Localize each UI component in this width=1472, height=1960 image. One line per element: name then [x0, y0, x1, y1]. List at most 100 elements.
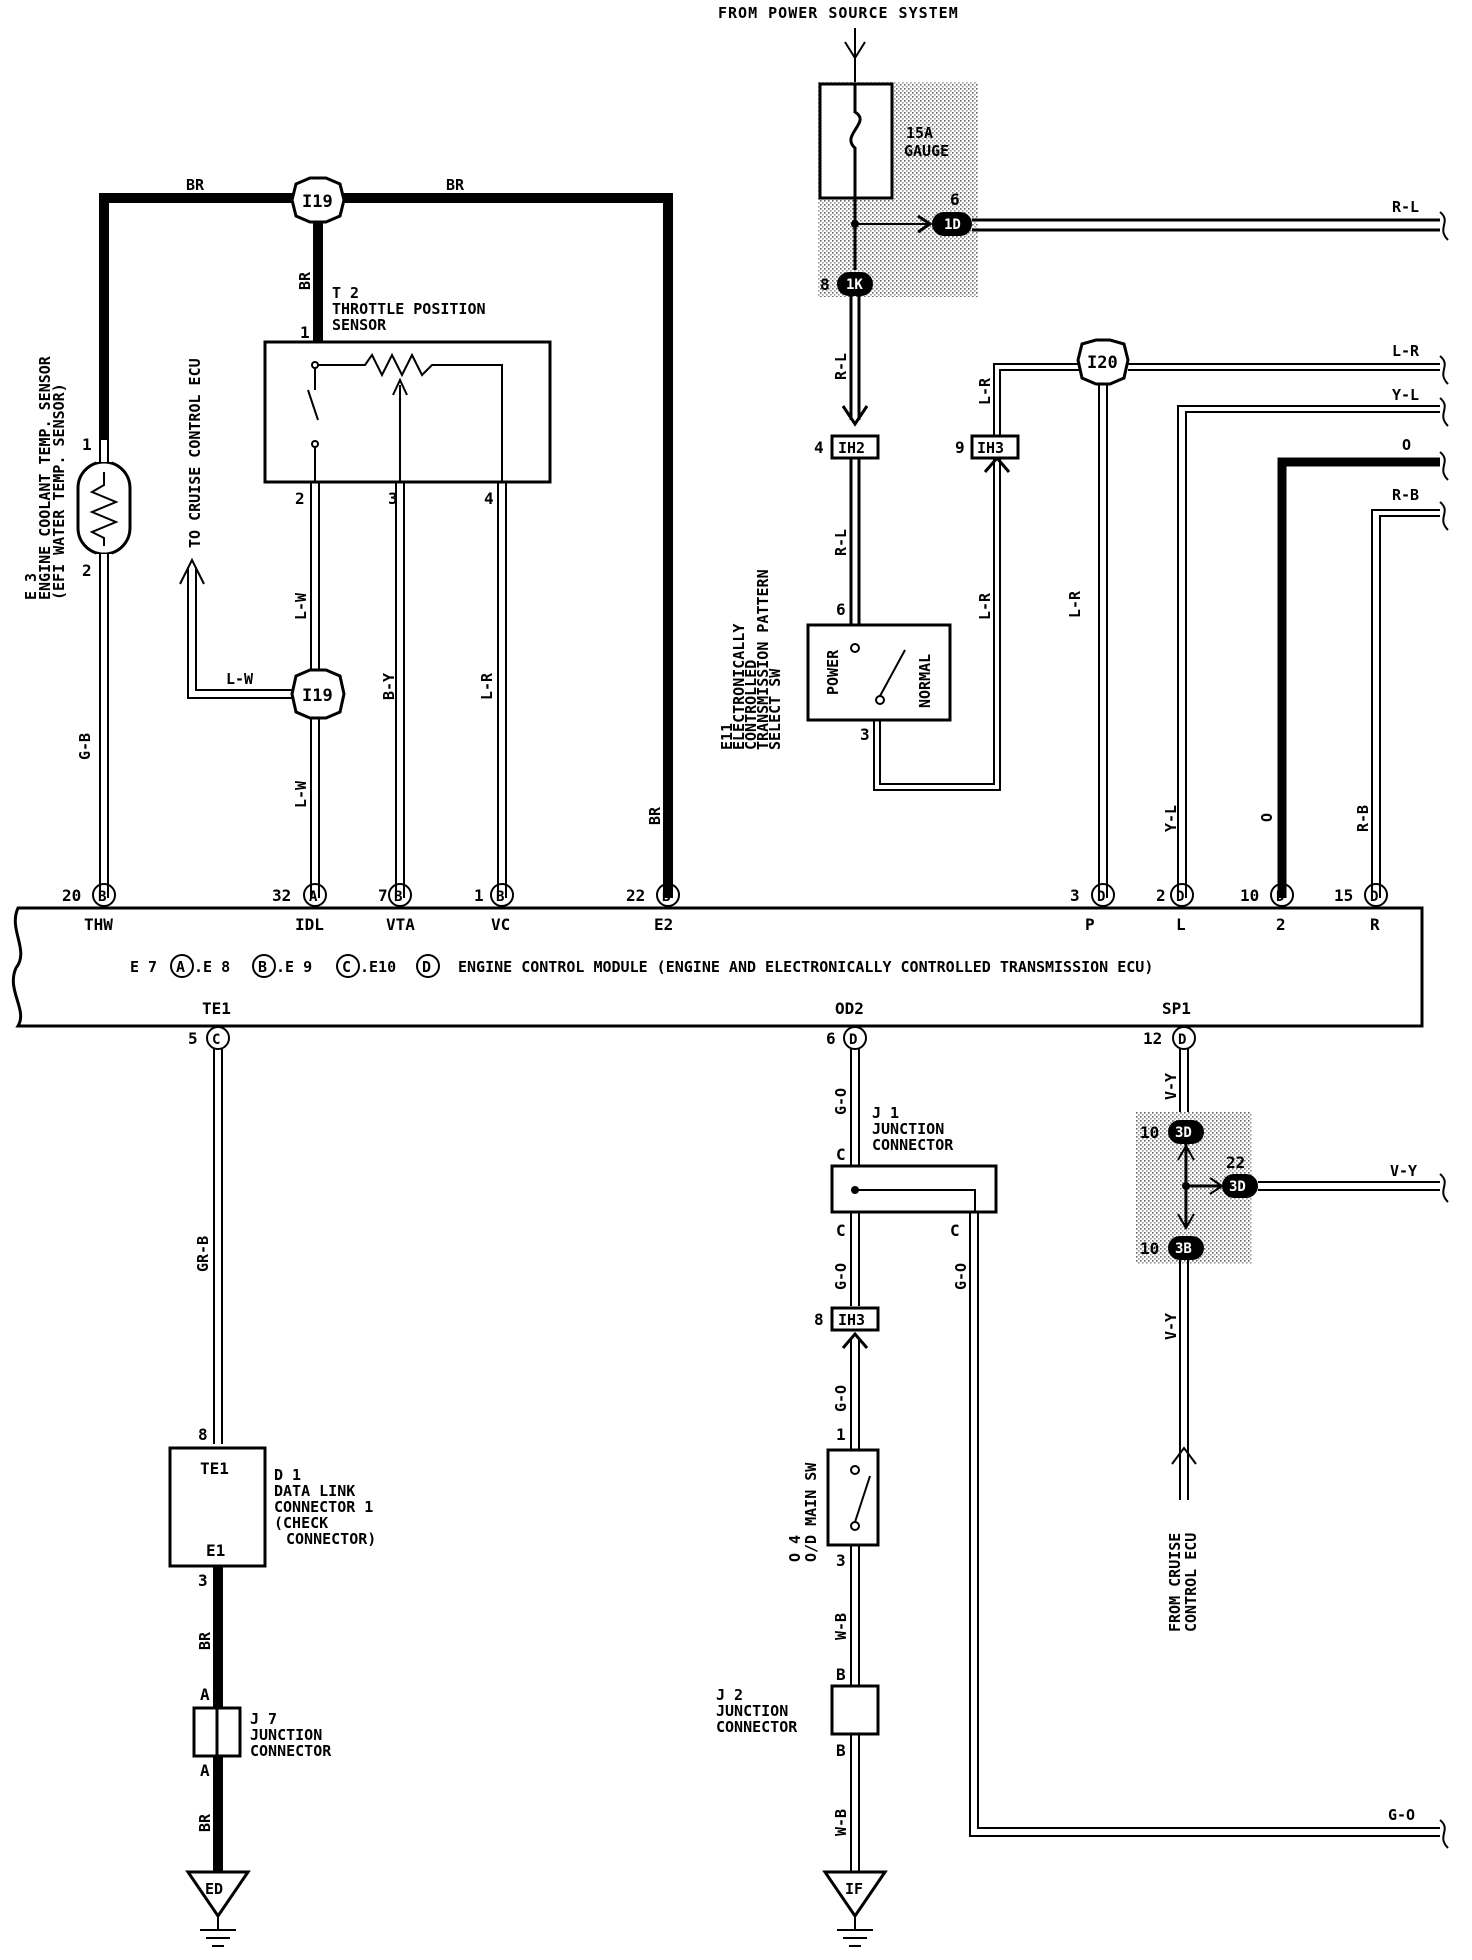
connector-3d-top: 3D [1168, 1120, 1204, 1144]
svg-text:1D: 1D [944, 217, 961, 233]
svg-text:3: 3 [1070, 886, 1080, 905]
coolant-temp-sensor [76, 460, 132, 556]
svg-text:D: D [1276, 889, 1284, 905]
o4-label: O 4 O/D MAIN SW [786, 1462, 820, 1562]
d1-label: D 1 DATA LINK CONNECTOR 1 (CHECK CONNECT… [274, 1466, 376, 1548]
wire-label: R-B [1354, 805, 1372, 832]
svg-text:B: B [394, 889, 402, 905]
wire-label: L-W [226, 670, 254, 688]
connector-i19-top: I19 [290, 176, 346, 224]
svg-text:J 2: J 2 [716, 1686, 743, 1704]
wire-label: L-R [478, 672, 496, 700]
svg-text:SELECT SW: SELECT SW [766, 668, 784, 750]
svg-text:IH2: IH2 [838, 439, 865, 457]
wire-continuation-icon [1439, 1173, 1449, 1203]
wire-label: W-B [832, 1613, 850, 1640]
wire-label: O [1402, 436, 1411, 454]
svg-text:TE1: TE1 [202, 999, 231, 1018]
svg-text:A: A [200, 1685, 210, 1704]
svg-text:2: 2 [1276, 915, 1286, 934]
pin-ih2: 4 [814, 438, 824, 457]
svg-text:I20: I20 [1087, 353, 1118, 373]
fuse-name: GAUGE [904, 142, 949, 160]
svg-text:(EFI WATER TEMP. SENSOR): (EFI WATER TEMP. SENSOR) [50, 383, 68, 600]
svg-text:THW: THW [84, 915, 113, 934]
svg-text:.E 9: .E 9 [276, 958, 312, 976]
svg-text:3B: 3B [1175, 1241, 1192, 1257]
ecm-terminals-top: B 20 THW A 32 IDL B 7 VTA B 1 VC B 22 E2… [62, 883, 1388, 934]
junction-connector-j2 [830, 1684, 880, 1736]
svg-text:CONTROLLED: CONTROLLED [742, 660, 760, 750]
svg-text:22: 22 [626, 886, 645, 905]
svg-text:2: 2 [1156, 886, 1166, 905]
wire-continuation-icon [1439, 1819, 1449, 1849]
wire-label: R-L [832, 529, 850, 556]
svg-text:.E 8: .E 8 [194, 958, 230, 976]
t2-name: THROTTLE POSITION [332, 300, 486, 318]
fuse-rating: 15A [906, 124, 933, 142]
svg-text:1K: 1K [846, 277, 863, 293]
wire-label: BR [186, 176, 205, 194]
ground-ed: ED [185, 1870, 251, 1947]
connector-3d-mid: 3D [1222, 1174, 1258, 1198]
svg-text:IDL: IDL [295, 915, 324, 934]
svg-text:CONNECTOR: CONNECTOR [716, 1718, 798, 1736]
svg-text:15: 15 [1334, 886, 1353, 905]
wire-label: L-R [976, 592, 994, 620]
wire-label: BR [646, 806, 664, 825]
pin-1d: 6 [950, 190, 960, 209]
svg-text:J 1: J 1 [872, 1104, 899, 1122]
wire-label: R-L [1392, 198, 1419, 216]
svg-text:C: C [212, 1032, 220, 1048]
pin-d1-3: 3 [198, 1571, 208, 1590]
svg-text:D: D [422, 958, 431, 976]
svg-text:A: A [309, 889, 318, 905]
pin-3d-mid: 22 [1226, 1153, 1245, 1172]
t2-name2: SENSOR [332, 316, 387, 334]
power-source-label: FROM POWER SOURCE SYSTEM [718, 4, 959, 22]
ground-if: IF [822, 1870, 888, 1947]
svg-text:D 1: D 1 [274, 1466, 301, 1484]
svg-text:32: 32 [272, 886, 291, 905]
svg-text:I19: I19 [302, 686, 333, 706]
svg-text:10: 10 [1240, 886, 1259, 905]
ecm-terminals-bottom: TE1 C 5 OD2 D 6 SP1 D 12 [188, 999, 1196, 1050]
svg-text:CONNECTOR): CONNECTOR) [286, 1530, 376, 1548]
od-main-switch [826, 1448, 880, 1547]
svg-text:(CHECK: (CHECK [274, 1514, 328, 1532]
svg-text:ELECTRONICALLY: ELECTRONICALLY [730, 624, 748, 750]
t2-code: T 2 [332, 284, 359, 302]
wire-label: W-B [832, 1809, 850, 1836]
connector-3b-bottom: 3B [1168, 1236, 1204, 1260]
potentiometer-icon [307, 352, 503, 482]
svg-text:VTA: VTA [386, 915, 415, 934]
svg-text:L: L [1176, 915, 1186, 934]
svg-text:IF: IF [845, 1880, 863, 1898]
svg-text:CONTROL ECU: CONTROL ECU [1182, 1533, 1200, 1632]
switch-lever-icon [879, 649, 906, 697]
wire-label: G-O [952, 1263, 970, 1290]
wire-label: G-O [832, 1088, 850, 1115]
svg-text:O/D MAIN SW: O/D MAIN SW [802, 1462, 820, 1562]
pin-t2-2: 2 [295, 489, 305, 508]
pin-e11-6: 6 [836, 600, 846, 619]
wire-label: L-R [1392, 342, 1420, 360]
svg-text:CONNECTOR: CONNECTOR [872, 1136, 954, 1154]
wire-label: R-L [832, 353, 850, 380]
wire-label: V-Y [1162, 1313, 1180, 1340]
svg-text:D: D [1370, 889, 1378, 905]
wire-label: O [1258, 813, 1276, 822]
wire-label: G-O [832, 1263, 850, 1290]
svg-text:D: D [1178, 1032, 1186, 1048]
connector-i19-mid: I19 [290, 668, 346, 720]
wire-label: BR [196, 1631, 214, 1650]
j2-label: J 2 JUNCTION CONNECTOR [716, 1686, 798, 1736]
connector-1d: 1D [932, 212, 972, 236]
wire-continuation-icon [1439, 211, 1449, 241]
svg-text:3D: 3D [1175, 1125, 1192, 1141]
switch-lever-icon [850, 1465, 871, 1531]
svg-text:R: R [1370, 915, 1380, 934]
svg-text:B: B [258, 958, 267, 976]
to-cruise-control-label: TO CRUISE CONTROL ECU [186, 358, 204, 548]
wire-label: G-O [832, 1385, 850, 1412]
